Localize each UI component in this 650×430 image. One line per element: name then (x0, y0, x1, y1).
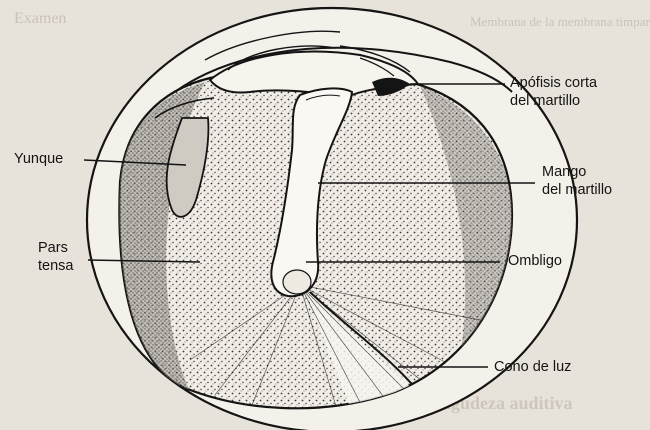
label-pars-line2: tensa (38, 257, 73, 275)
label-apofisis-corta: Apófisis corta del martillo (510, 74, 597, 110)
label-apofisis-line1: Apófisis corta (510, 74, 597, 92)
label-ombligo: Ombligo (508, 252, 562, 270)
label-cono-de-luz: Cono de luz (494, 358, 571, 376)
label-pars-tensa: Pars tensa (38, 239, 73, 275)
label-pars-line1: Pars (38, 239, 73, 257)
umbo (283, 270, 311, 294)
label-mango-line2: del martillo (542, 181, 612, 199)
label-mango-line1: Mango (542, 163, 612, 181)
label-yunque: Yunque (14, 150, 63, 168)
label-apofisis-line2: del martillo (510, 92, 597, 110)
label-mango: Mango del martillo (542, 163, 612, 199)
